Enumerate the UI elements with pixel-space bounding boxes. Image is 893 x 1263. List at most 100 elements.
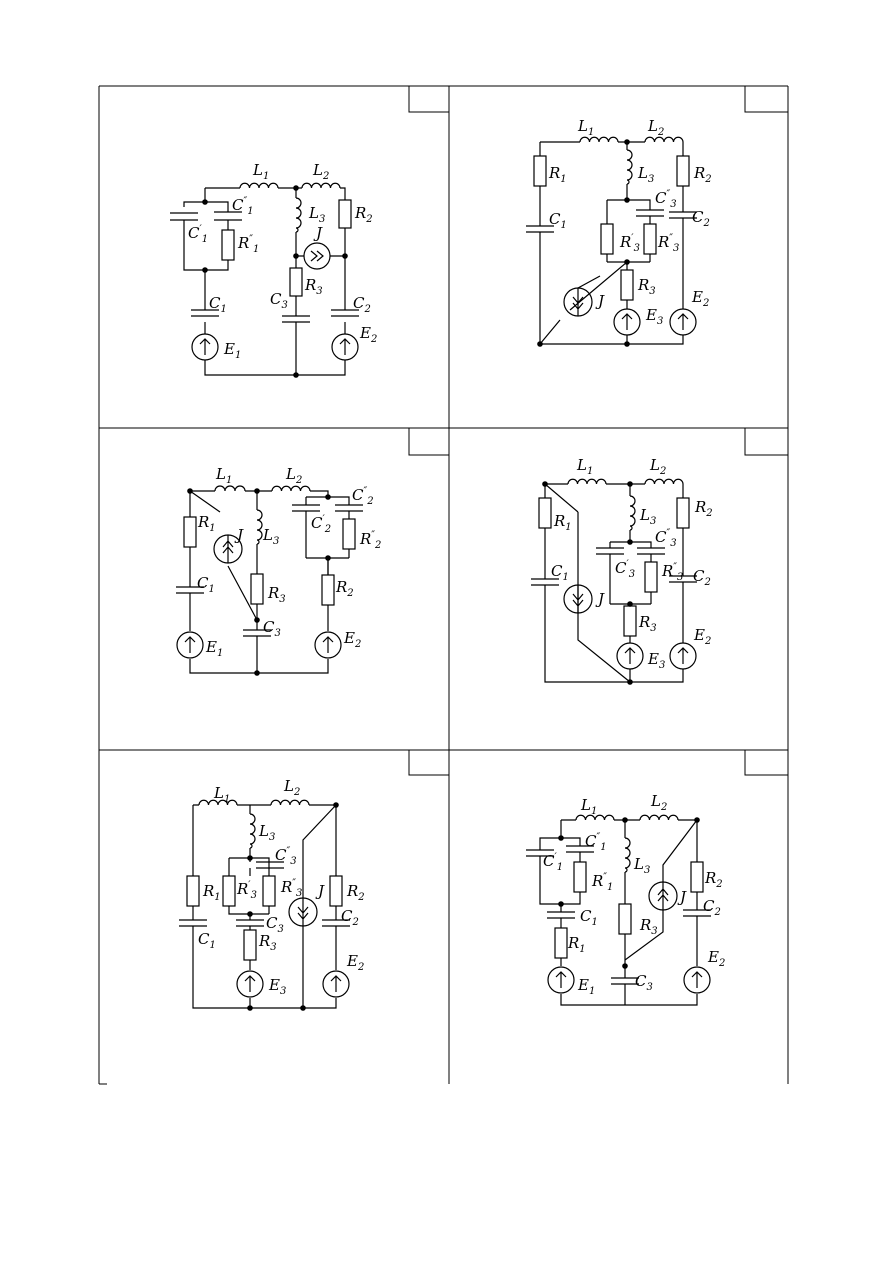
component-label: C2 [703,897,721,918]
component-label: C3 [263,618,281,639]
component-label: E3 [268,976,286,997]
component-label: R3 [258,932,277,953]
component-label: C′2 [311,514,331,535]
component-label: R1 [567,934,586,955]
component-label: C′3 [615,559,635,580]
component-label: L1 [215,465,232,486]
component-label: L2 [285,465,302,486]
component-label: R3 [638,613,657,634]
component-label: L3 [637,164,654,185]
component-label: C″3 [275,846,297,867]
component-label: C1 [197,574,215,595]
component-label: J [595,590,605,608]
component-label: J [677,888,687,906]
component-label: L1 [576,456,593,477]
component-label: C″3 [655,189,677,210]
component-label: L1 [580,796,597,817]
component-label: R3 [267,584,286,605]
component-label: E2 [346,952,364,973]
component-label: C″2 [352,486,374,507]
component-label: E2 [707,948,725,969]
component-label: C2 [693,567,711,588]
component-label: R″3 [657,233,679,254]
component-label: J [315,882,325,900]
component-label: R1 [553,512,572,533]
number-box-5 [408,750,449,776]
component-label: L3 [262,526,279,547]
component-label: C3 [270,290,288,311]
number-box-3 [408,428,449,456]
component-label: C″1 [585,832,607,853]
component-label: C3 [266,914,284,935]
number-box-6 [744,750,788,776]
component-label: C1 [551,562,569,583]
component-label: R″3 [280,878,302,899]
component-label: E2 [343,629,361,650]
component-label: C1 [198,930,216,951]
schematic-variant-6 [526,814,711,1006]
component-label: E1 [577,976,595,997]
component-label: C″3 [655,528,677,549]
component-label: E2 [359,324,377,345]
component-label: L2 [650,792,667,813]
number-box-1 [408,86,449,113]
component-label: E3 [647,650,665,671]
component-label: R3 [304,276,323,297]
component-label: C2 [341,907,359,928]
component-label: C′1 [543,852,563,873]
component-label: L1 [213,784,230,805]
component-label: L3 [308,204,325,225]
schematic-variant-4 [531,478,697,683]
component-label: E2 [693,626,711,647]
component-label: L1 [577,117,594,138]
component-label: R″3 [661,562,683,583]
component-label: R1 [197,513,216,534]
component-label: R2 [346,882,365,903]
component-label: E3 [645,306,663,327]
component-label: C2 [353,294,371,315]
component-label: R2 [694,498,713,519]
component-label: L1 [252,161,269,182]
schematic-variant-2 [526,136,697,345]
component-label: R′3 [619,233,640,254]
component-label: E1 [205,638,223,659]
component-label: J [595,292,605,310]
schematic-variant-5 [179,799,350,1009]
component-label: R1 [548,164,567,185]
component-label: L2 [647,117,664,138]
component-label: C″1 [232,196,254,217]
component-label: R3 [637,276,656,297]
component-label: R2 [704,869,723,890]
component-label: J [313,224,323,242]
schematic-variant-3 [176,485,363,674]
component-label: J [234,526,244,544]
component-label: R″2 [359,530,381,551]
component-label: R2 [693,164,712,185]
component-label: L3 [633,855,650,876]
component-label: R2 [335,578,354,599]
component-label: C2 [692,208,710,229]
component-label: C′1 [188,224,208,245]
component-label: L3 [258,822,275,843]
component-label: L3 [639,506,656,527]
component-label: R1 [202,882,221,903]
component-label: R′3 [236,880,257,901]
component-label: L2 [649,456,666,477]
component-label: R3 [639,916,658,937]
component-label: R2 [354,204,373,225]
number-box-2 [744,86,788,113]
component-label: L2 [312,161,329,182]
component-label: C1 [549,210,567,231]
component-label: L2 [283,777,300,798]
component-label: C1 [209,294,227,315]
component-label: E2 [691,288,709,309]
number-box-4 [744,428,788,456]
frame-grid [98,85,789,1085]
